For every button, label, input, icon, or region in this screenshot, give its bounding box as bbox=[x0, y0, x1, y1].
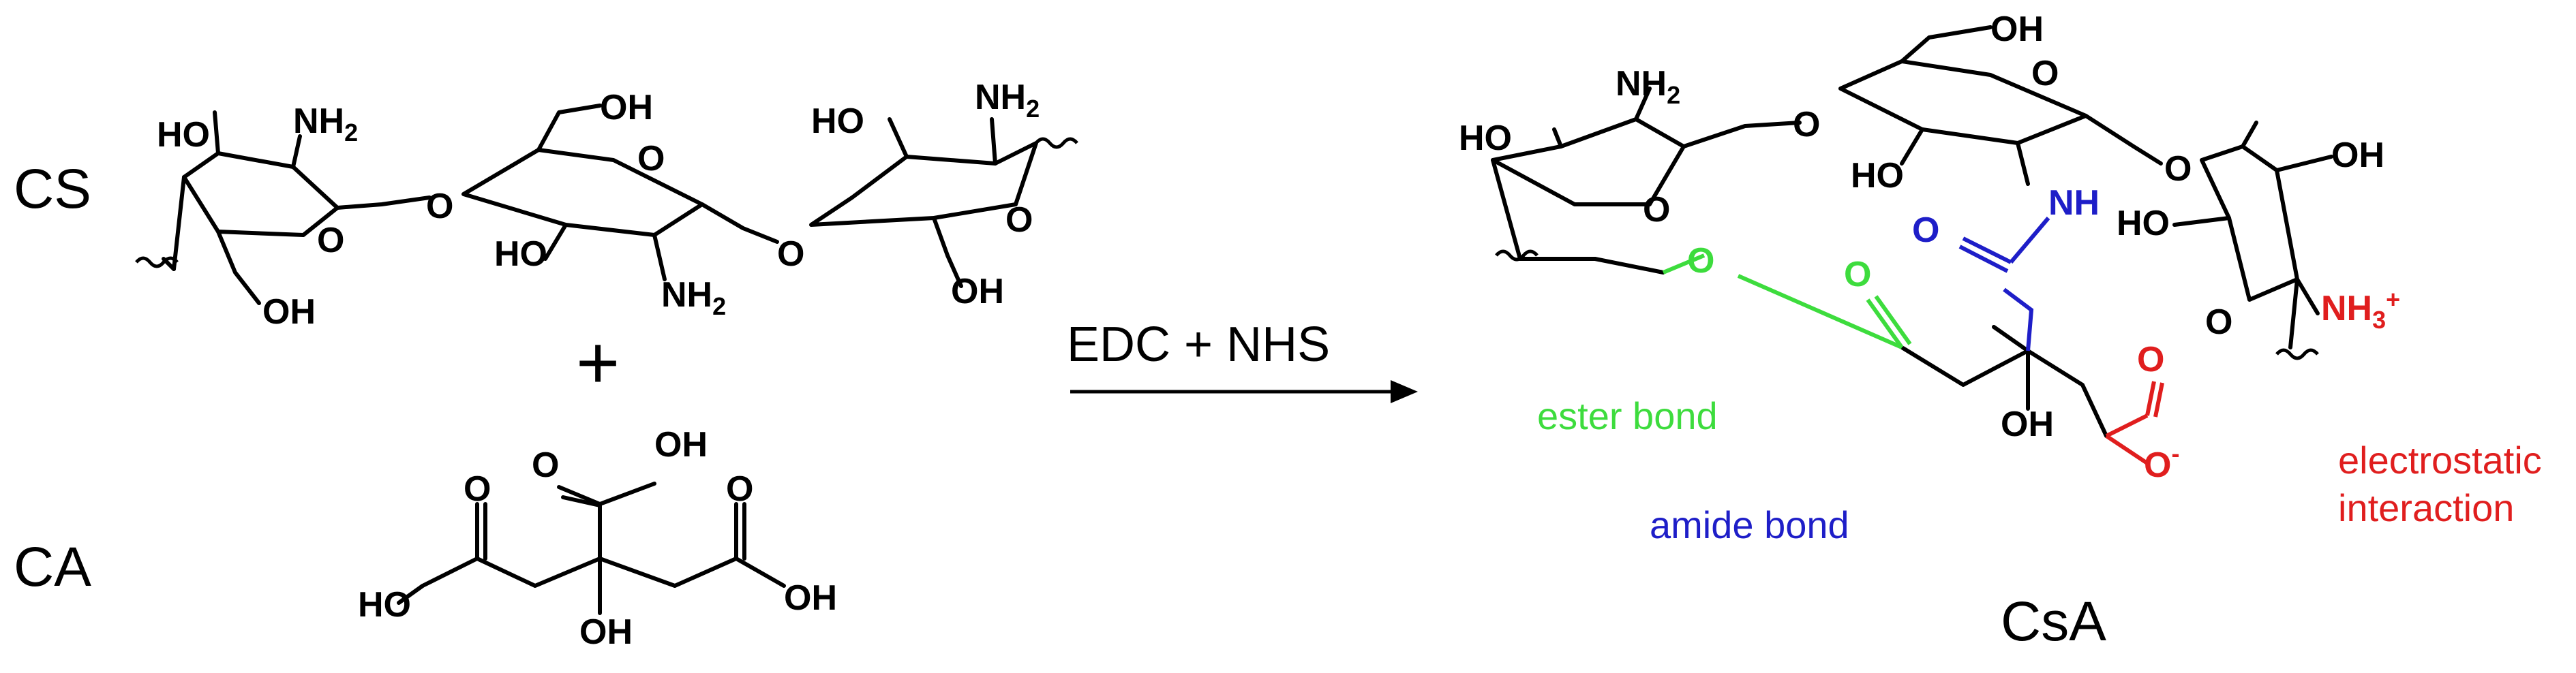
ring2-o: O bbox=[637, 139, 665, 178]
carboxylate-o: O bbox=[2137, 340, 2164, 379]
ca-oh-center: OH bbox=[579, 612, 633, 652]
ring3-o: O bbox=[1005, 200, 1033, 240]
ca-o-top: O bbox=[532, 445, 559, 485]
chitosan-structure: HO NH2 O OH O OH O HO NH2 O HO NH2 O OH bbox=[135, 78, 1078, 332]
ester-bond-label: ester bond bbox=[1537, 394, 1718, 437]
linker-oh: OH bbox=[2001, 405, 2054, 444]
cs-label: CS bbox=[14, 158, 91, 220]
csa-ringA-ho: HO bbox=[1459, 119, 1512, 158]
ca-oh-right: OH bbox=[784, 578, 837, 618]
ca-oh-top: OH bbox=[654, 425, 708, 465]
ester-carbonyl-o: O bbox=[1844, 255, 1871, 294]
carboxylate-o-minus: O- bbox=[2144, 439, 2179, 485]
amide-nh: NH bbox=[2048, 183, 2100, 223]
reagents-label: EDC + NHS bbox=[1067, 317, 1330, 372]
glycosidic-o-1: O bbox=[426, 187, 453, 226]
ammonium-nh3: NH3+ bbox=[2321, 285, 2400, 334]
ring2-nh2: NH2 bbox=[661, 275, 726, 320]
ca-o-right: O bbox=[726, 469, 753, 509]
csa-ringB-o: O bbox=[2031, 54, 2059, 93]
electrostatic-label-line1: electrostatic bbox=[2338, 439, 2542, 482]
ring3-nh2: NH2 bbox=[975, 78, 1040, 123]
ring2-ho: HO bbox=[494, 234, 547, 274]
ring1-oh: OH bbox=[262, 292, 316, 332]
csa-label: CsA bbox=[2001, 591, 2106, 653]
ca-label: CA bbox=[14, 536, 91, 598]
ring3-oh: OH bbox=[951, 272, 1004, 311]
csa-ringB-oh: OH bbox=[1990, 10, 2044, 49]
plus-sign: + bbox=[576, 321, 620, 405]
csa-structure: HO NH2 O O OH O HO O OH HO O O bbox=[1459, 10, 2400, 485]
csa-ringC-ho: HO bbox=[2117, 204, 2170, 243]
csa-ringA-nh2: NH2 bbox=[1616, 64, 1680, 109]
ca-o-left: O bbox=[464, 469, 491, 509]
reaction-arrow bbox=[1070, 380, 1418, 403]
csa-ringC-o: O bbox=[2205, 302, 2232, 342]
amide-o: O bbox=[1912, 210, 1939, 250]
ring1-o: O bbox=[317, 221, 344, 260]
ring3-ho: HO bbox=[811, 101, 864, 141]
csa-ringB-ho: HO bbox=[1851, 156, 1904, 195]
ring1-nh2: NH2 bbox=[293, 101, 358, 146]
csa-glycosidic-o-1: O bbox=[1793, 105, 1820, 144]
amide-bond-label: amide bond bbox=[1650, 503, 1849, 546]
ca-ho-left: HO bbox=[358, 585, 411, 625]
ester-o: O bbox=[1687, 241, 1714, 281]
citric-acid-structure: O HO O OH OH O OH bbox=[358, 425, 837, 652]
csa-ringA-o: O bbox=[1643, 190, 1670, 230]
electrostatic-label-line2: interaction bbox=[2338, 486, 2514, 529]
csa-ringC-oh-right: OH bbox=[2331, 136, 2384, 175]
glycosidic-o-2: O bbox=[777, 234, 804, 274]
ring2-oh: OH bbox=[600, 88, 653, 127]
ring1-ho: HO bbox=[157, 115, 210, 155]
csa-glycosidic-o-2: O bbox=[2164, 149, 2192, 189]
